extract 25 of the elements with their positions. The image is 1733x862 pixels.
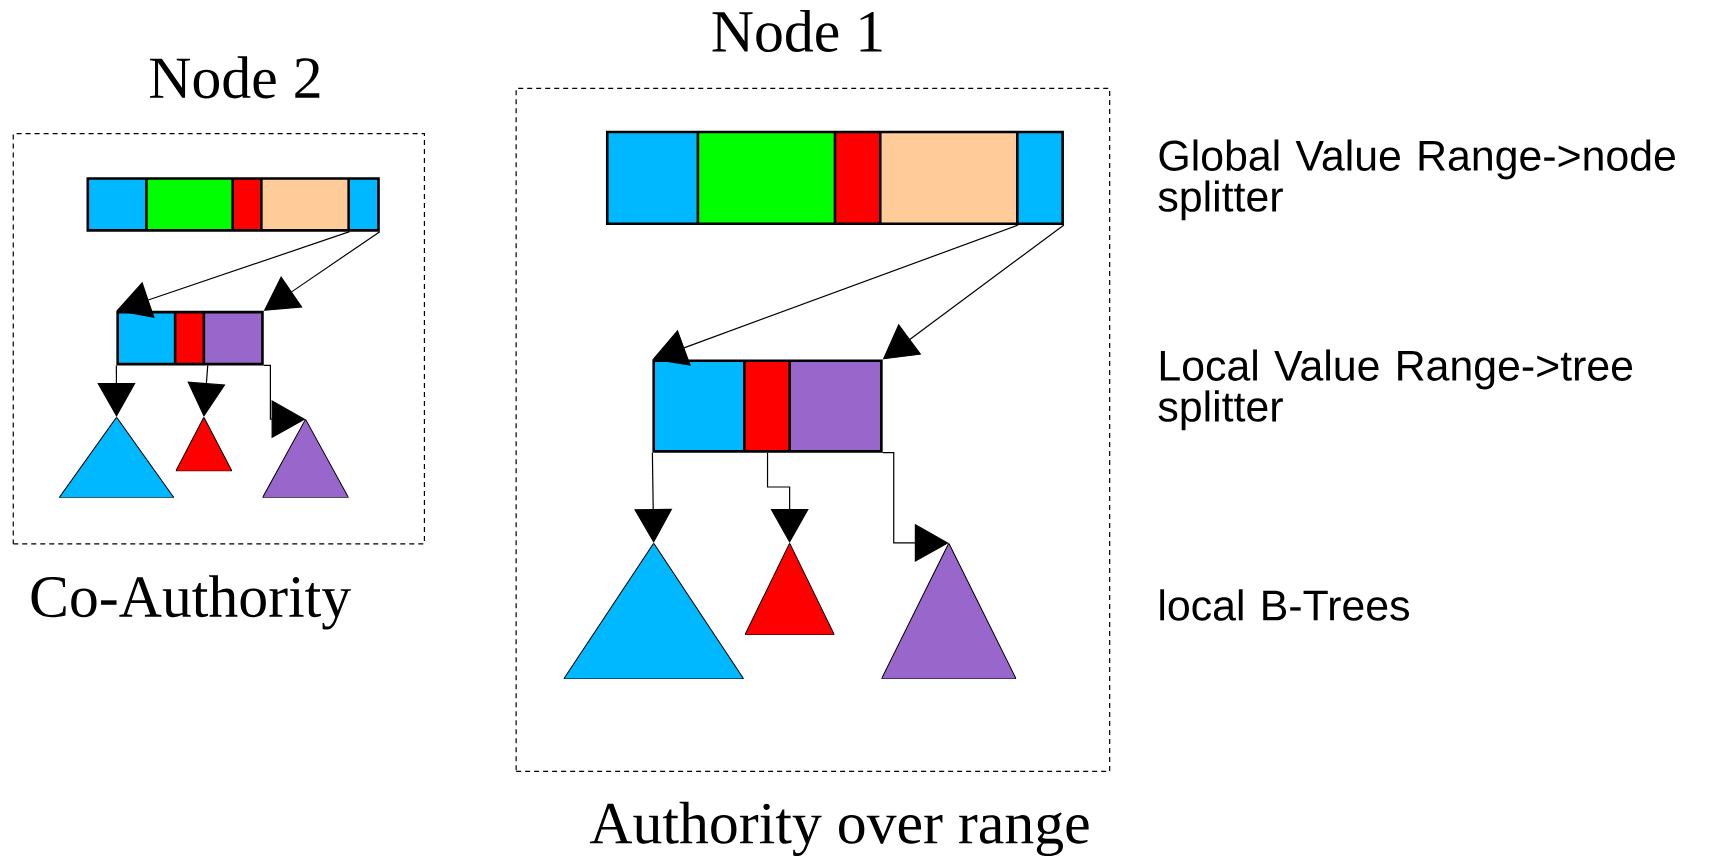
node-title: Node 2 [150,56,320,99]
node-box [12,133,426,545]
side-label: Local Value Range->tree splitter [1158,349,1633,431]
arrow [187,364,226,417]
b-tree-triangle [744,543,835,635]
node-label: Authority over range [589,801,1089,857]
b-tree-triangle [175,417,233,472]
arrow [634,452,673,543]
arrow [97,364,136,417]
side-label: Global Value Range->node splitter [1158,139,1675,221]
arrow [116,231,351,319]
node-box [515,87,1111,773]
range-splitter-bar [86,177,380,232]
arrow [766,452,809,543]
node-label: Co-Authority [31,575,351,630]
range-splitter-bar [605,130,1064,225]
b-tree-triangle [563,543,744,680]
side-label: local B-Trees [1160,589,1409,621]
b-tree-triangle [262,419,349,498]
range-splitter-bar [652,359,883,453]
node-title: Node 1 [712,9,882,52]
range-splitter-bar [116,310,264,366]
b-tree-triangle [881,543,1017,680]
b-tree-triangle [59,417,175,498]
arrow [652,224,1019,366]
